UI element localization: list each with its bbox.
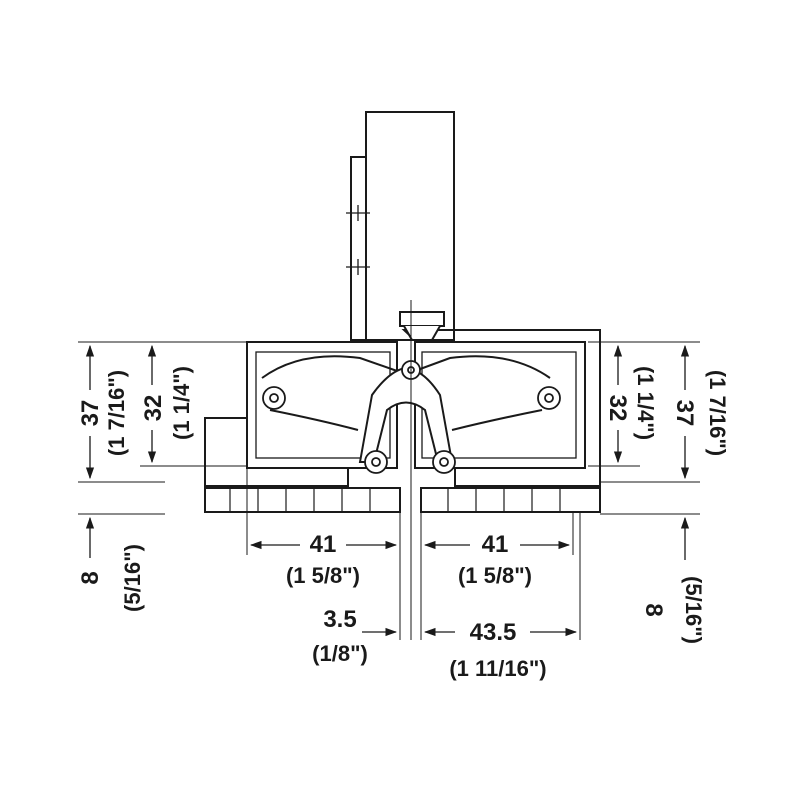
- dim-door-thickness-full: 37 (1 7/16"): [77, 370, 129, 456]
- dim-frame-thickness-cut: 32 (1 1/4"): [604, 366, 658, 440]
- dim-inch: (1 7/16"): [705, 370, 730, 456]
- dim-inch: (1 1/4"): [633, 366, 658, 440]
- dim-value: 3.5: [323, 606, 356, 633]
- dim-value: 41: [482, 531, 509, 558]
- dim-left-width: 41 (1 5/8"): [286, 531, 360, 588]
- door-panel: [346, 111, 455, 341]
- dim-value: 32: [140, 395, 167, 422]
- dim-value: 37: [77, 400, 104, 427]
- dim-inch: (5/16"): [120, 544, 145, 612]
- dim-inch: (1/8"): [312, 641, 368, 666]
- mounting-plate: [204, 487, 601, 513]
- dim-inch: (1 5/8"): [458, 563, 532, 588]
- screw-mark-icon: [346, 205, 370, 275]
- dim-frame-thickness-full: 37 (1 7/16"): [671, 370, 730, 456]
- dim-value: 41: [310, 531, 337, 558]
- dim-inch: (1 7/16"): [104, 370, 129, 456]
- hinge-body: [246, 311, 586, 469]
- dim-inch: (1 1/4"): [169, 366, 194, 440]
- dim-value: 37: [671, 400, 698, 427]
- dim-value: 43.5: [470, 619, 517, 646]
- dim-gap: 3.5 (1/8"): [312, 606, 368, 666]
- dim-inch: (5/16"): [681, 576, 706, 644]
- dim-door-thickness-cut: 32 (1 1/4"): [140, 366, 194, 440]
- dim-left-leaf-depth: 8 (5/16"): [77, 544, 145, 612]
- dim-inch: (1 11/16"): [449, 656, 546, 681]
- dim-right-width: 41 (1 5/8"): [458, 531, 532, 588]
- dimension-arrows: [85, 344, 690, 637]
- dim-right-leaf-depth: 8 (5/16"): [640, 576, 706, 644]
- dim-value: 32: [604, 395, 631, 422]
- dim-value: 8: [640, 603, 667, 616]
- dim-value: 8: [77, 571, 104, 584]
- dim-inch: (1 5/8"): [286, 563, 360, 588]
- extension-lines: [78, 341, 700, 640]
- dim-right-overall: 43.5 (1 11/16"): [449, 619, 546, 681]
